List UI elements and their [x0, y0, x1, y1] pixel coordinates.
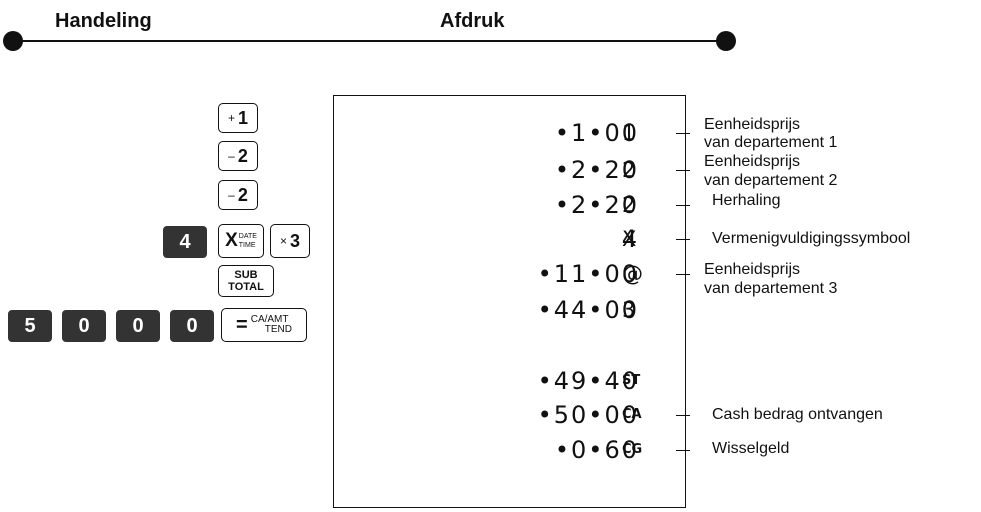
receipt-amount: •2•20 — [554, 156, 639, 184]
rule-dot-left — [3, 31, 23, 51]
numeric-key-5[interactable]: 5 — [8, 310, 52, 342]
annotation: Herhaling — [712, 192, 781, 209]
receipt-amount: •49•40 — [537, 367, 639, 395]
receipt-amount: •1•00 — [554, 119, 639, 147]
annotation: van departement 3 — [704, 280, 838, 297]
dept-2-key[interactable]: –2 — [218, 141, 258, 171]
dept-3-key[interactable]: ×3 — [270, 224, 310, 258]
numeric-key-0[interactable]: 0 — [62, 310, 106, 342]
annotation: Cash bedrag ontvangen — [712, 406, 883, 423]
pointer-line — [676, 239, 690, 241]
annotation: Eenheidsprijs — [704, 116, 801, 133]
pointer-line — [676, 415, 690, 417]
annotation: Eenheidsprijs — [704, 153, 801, 170]
receipt-amount: •44•00 — [537, 296, 639, 324]
annotation: Vermenigvuldigingssymbool — [712, 230, 911, 247]
pointer-line — [676, 133, 690, 135]
header-afdruk: Afdruk — [440, 10, 505, 32]
numeric-key-4[interactable]: 4 — [163, 226, 207, 258]
header-handeling: Handeling — [55, 10, 152, 32]
pointer-line — [676, 170, 690, 172]
receipt-symbol: CG — [622, 442, 643, 457]
dept-2-key-repeat[interactable]: –2 — [218, 180, 258, 210]
receipt-printout — [333, 95, 686, 508]
annotation: Wisselgeld — [712, 440, 790, 457]
receipt-symbol: CA — [622, 407, 642, 422]
receipt-symbol: 2 — [622, 193, 636, 217]
receipt-amount: •2•20 — [554, 191, 639, 219]
rule-dot-right — [716, 31, 736, 51]
receipt-amount: •0•60 — [554, 436, 639, 464]
receipt-amount: •11•00 — [537, 260, 639, 288]
receipt-symbol: 3 — [622, 298, 636, 322]
pointer-line — [676, 274, 690, 276]
dept-1-key[interactable]: +1 — [218, 103, 258, 133]
numeric-key-0[interactable]: 0 — [116, 310, 160, 342]
annotation: van departement 2 — [704, 172, 838, 189]
receipt-symbol: ST — [622, 373, 641, 388]
pointer-line — [676, 205, 690, 207]
header-rule — [12, 40, 726, 42]
annotation: Eenheidsprijs — [704, 261, 801, 278]
receipt-amount: •50•00 — [537, 401, 639, 429]
receipt-amount: 4 — [621, 225, 639, 253]
annotation: van departement 1 — [704, 134, 838, 151]
receipt-symbol: 2 — [622, 158, 636, 182]
receipt-symbol: 1 — [622, 121, 636, 145]
numeric-key-0[interactable]: 0 — [170, 310, 214, 342]
receipt-symbol: @ — [622, 262, 643, 286]
pointer-line — [676, 450, 690, 452]
receipt-symbol: X — [622, 227, 637, 251]
